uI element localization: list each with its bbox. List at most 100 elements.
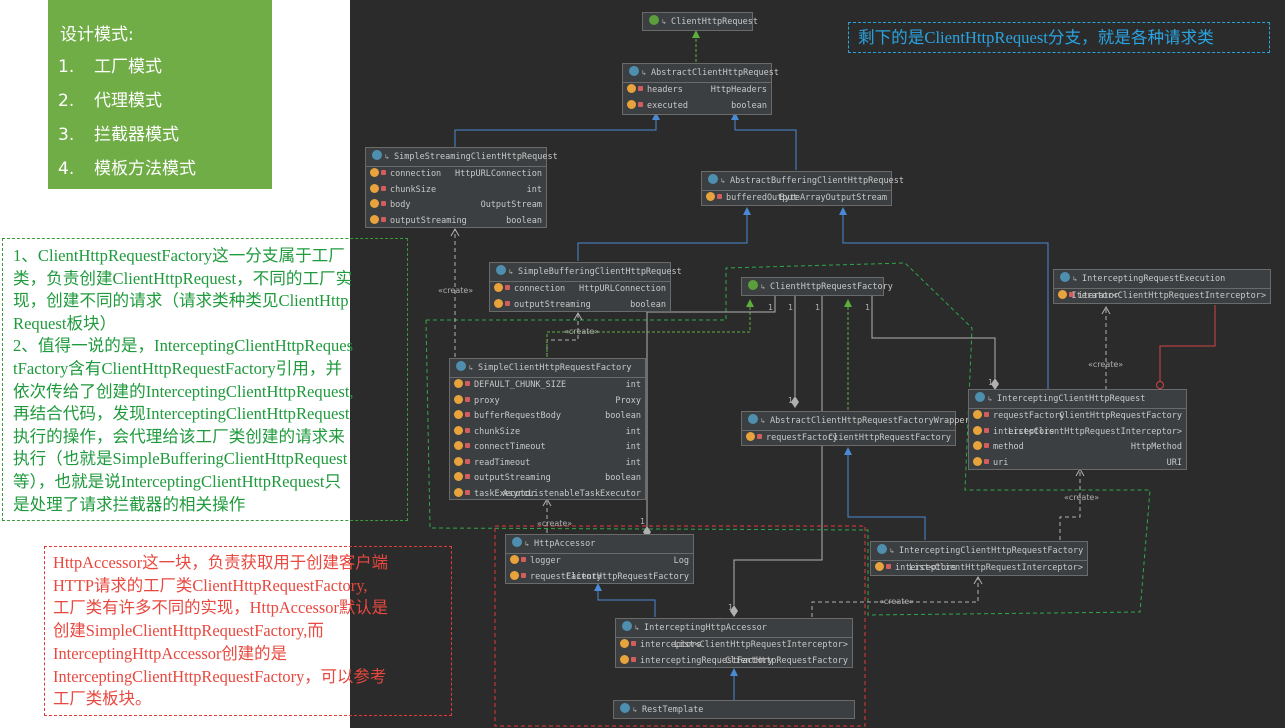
class-simple-buffering-client-http-request[interactable]: ↳SimpleBufferingClientHttpRequest connec…: [489, 262, 682, 312]
class-intercepting-client-http-request[interactable]: ↳InterceptingClientHttpRequest requestFa…: [968, 389, 1187, 470]
private-icon: [631, 656, 636, 662]
lock-icon: ↳: [633, 706, 638, 714]
pattern-text: 模板方法模式: [94, 159, 196, 179]
field-type: Iterator<ClientHttpRequestInterceptor>: [1071, 291, 1266, 301]
private-icon: [465, 412, 470, 417]
inherit-arrow: [731, 112, 739, 120]
create-dependency-line: [546, 314, 579, 357]
factory-branch-note: 1、ClientHttpRequestFactory这一分支属于工厂 类，负责创…: [2, 238, 408, 521]
private-icon: [984, 458, 989, 464]
class-name: SimpleStreamingClientHttpRequest: [394, 152, 558, 162]
field-type: ByteArrayOutputStream: [779, 193, 887, 203]
class-header: ↳InterceptingRequestExecution: [1054, 270, 1270, 288]
multiplicity-label: 1: [640, 517, 646, 526]
class-header: ↳InterceptingHttpAccessor: [616, 619, 852, 637]
divider: [871, 560, 1087, 561]
field-name: outputStreaming: [514, 299, 591, 310]
http-accessor-note: HttpAccessor这一块，负责获取用于创建客户端 HTTP请求的工厂类Cl…: [44, 546, 452, 716]
realization-arrow: [692, 30, 700, 38]
inherit-arrow: [594, 583, 602, 591]
class-name: ClientHttpRequest: [671, 17, 758, 27]
field-name: interceptors: [640, 640, 702, 650]
divider: [969, 408, 1186, 409]
field-type: boolean: [605, 411, 641, 421]
field-icon: [746, 432, 755, 441]
class-simple-client-http-request-factory[interactable]: ↳SimpleClientHttpRequestFactory DEFAULT_…: [449, 358, 646, 500]
field-icon: [370, 199, 379, 208]
divider: [616, 637, 852, 638]
pattern-item: 4. 模板方法模式: [58, 154, 196, 179]
class-client-http-request[interactable]: ↳ClientHttpRequest: [642, 12, 758, 31]
class-client-http-request-factory[interactable]: ↳ClientHttpRequestFactory: [741, 277, 893, 296]
field-name: uri: [993, 457, 1009, 468]
class-name: InterceptingClientHttpRequestFactory: [899, 546, 1084, 556]
field-name: connectTimeout: [474, 442, 546, 452]
field-name: headers: [647, 85, 683, 95]
field-type: Proxy: [615, 395, 641, 406]
class-name: RestTemplate: [642, 705, 704, 715]
class-header: ↳ClientHttpRequest: [643, 13, 758, 31]
field-icon: [1058, 290, 1067, 299]
field-name: iterator: [1078, 291, 1119, 301]
interface-icon: [649, 15, 659, 25]
divider: [366, 166, 546, 167]
divider: [490, 281, 670, 282]
class-intercepting-client-http-request-factory[interactable]: ↳InterceptingClientHttpRequestFactory in…: [870, 541, 1088, 576]
field-type: boolean: [605, 473, 641, 483]
field-icon: [620, 654, 629, 664]
divider: [702, 190, 891, 191]
field-icon: [370, 168, 379, 177]
private-icon: [465, 396, 470, 402]
field-icon: [706, 192, 715, 201]
multiplicity-label: 1: [865, 303, 871, 312]
pattern-number: 4.: [58, 159, 75, 179]
field-type: HttpURLConnection: [455, 169, 542, 179]
field-type: int: [526, 184, 542, 195]
field-type: boolean: [630, 299, 666, 310]
pattern-number: 1.: [58, 57, 75, 77]
field-type: HttpMethod: [1130, 442, 1182, 452]
field-name: taskExecutor: [474, 488, 536, 499]
design-patterns-box: 设计模式: 1.工厂模式 2.代理模式 3.拦截器模式 4.模板方法模式: [48, 0, 272, 189]
create-arrow: [973, 575, 983, 585]
field-name: requestFactory: [766, 433, 838, 443]
class-abstract-client-http-request-factory-wrapper[interactable]: ↳AbstractClientHttpRequestFactoryWrapper…: [741, 411, 970, 447]
association-line: [733, 296, 823, 605]
private-icon: [465, 427, 470, 433]
create-dependency-line: [1059, 470, 1081, 540]
class-header: ↳AbstractClientHttpRequestFactoryWrapper: [742, 412, 970, 430]
pattern-text: 工厂模式: [94, 57, 162, 77]
field-name: body: [390, 200, 411, 210]
class-name: AbstractClientHttpRequest: [651, 68, 779, 78]
class-simple-streaming-client-http-request[interactable]: ↳SimpleStreamingClientHttpRequest connec…: [365, 147, 558, 228]
factory-group-outline: [425, 262, 1151, 616]
inherit-arrow: [652, 112, 660, 120]
field-type: List<ClientHttpRequestInterceptor>: [674, 640, 848, 650]
private-icon: [521, 557, 526, 562]
create-label: «create»: [537, 519, 573, 528]
aggregation-diamond: [730, 605, 738, 617]
class-abstract-buffering-client-http-request[interactable]: ↳AbstractBufferingClientHttpRequest buff…: [701, 171, 904, 207]
multiplicity-label: 1: [788, 303, 794, 312]
private-icon: [465, 474, 470, 479]
field-name: outputStreaming: [390, 215, 467, 226]
class-rest-template[interactable]: ↳ RestTemplate: [613, 700, 855, 719]
realization-line: [546, 305, 751, 357]
lock-icon: ↳: [469, 364, 474, 372]
